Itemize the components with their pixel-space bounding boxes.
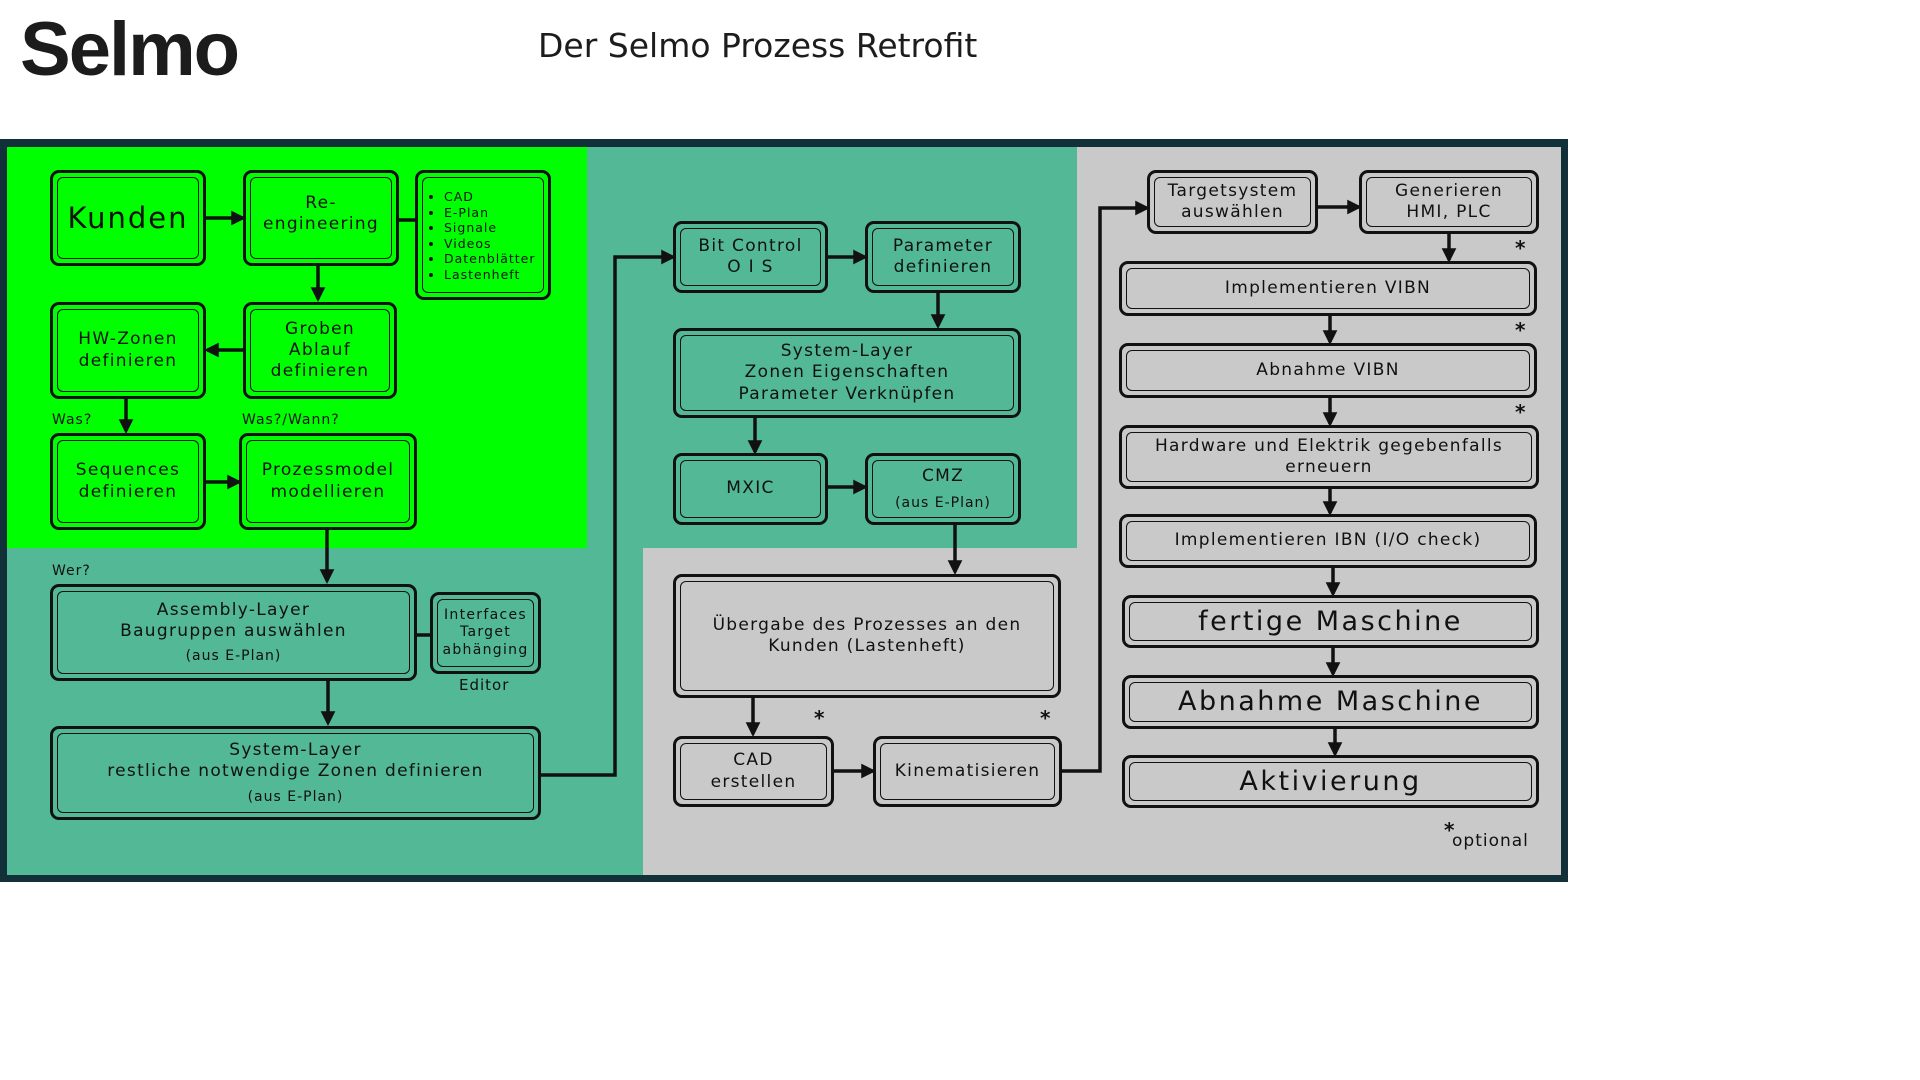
bit-control-label: Bit Control O I S [698,235,803,277]
sequences-node: Sequences definieren [50,433,206,530]
docs-item: E-Plan [444,205,536,221]
kunden-label: Kunden [67,200,189,235]
kinematisieren-label: Kinematisieren [894,760,1041,781]
optional-star: * [1040,706,1051,730]
page-title: Der Selmo Prozess Retrofit [538,26,978,65]
optional-star: * [1515,318,1526,342]
reengineering-node: Re- engineering [243,170,399,266]
aktivierung-node: Aktivierung [1122,755,1539,808]
parameter-node: Parameter definieren [865,221,1021,293]
docs-item: CAD [444,189,536,205]
optional-star: * [1515,236,1526,260]
system-layer-restliche-source: (aus E-Plan) [247,788,344,805]
editor-label: Editor [459,676,510,694]
cad-erstellen-label: CAD erstellen [710,750,797,792]
hardware-node: Hardware und Elektrik gegebenfalls erneu… [1119,425,1539,489]
was-wann-label: Was?/Wann? [242,412,340,428]
optional-legend-label: optional [1452,831,1529,851]
system-layer-restliche-content: System-Layer restliche notwendige Zonen … [59,735,532,811]
selmo-logo: Selmo [20,7,240,92]
docs-item: Videos [444,236,536,252]
sequences-label: Sequences definieren [75,460,181,502]
hardware-label: Hardware und Elektrik gegebenfalls erneu… [1154,435,1504,477]
aktivierung-label: Aktivierung [1239,765,1422,797]
targetsystem-node: Targetsystem auswählen [1147,170,1318,234]
uebergabe-node: Übergabe des Prozesses an den Kunden (La… [673,574,1061,698]
targetsystem-label: Targetsystem auswählen [1167,180,1298,222]
docs-item: Datenblätter [444,251,536,267]
abnahme-maschine-node: Abnahme Maschine [1122,675,1539,729]
docs-list-node: CAD E-Plan Signale Videos Datenblätter L… [415,170,551,300]
generieren-label: Generieren HMI, PLC [1395,180,1503,222]
uebergabe-label: Übergabe des Prozesses an den Kunden (La… [712,614,1022,656]
reengineering-label: Re- engineering [262,193,380,235]
implementieren-vibn-node: Implementieren VIBN [1119,261,1537,316]
optional-star: * [1515,400,1526,424]
prozessmodel-label: Prozessmodel modellieren [261,460,395,502]
cmz-source: (aus E-Plan) [895,494,991,511]
generieren-node: Generieren HMI, PLC [1359,170,1539,234]
abnahme-vibn-node: Abnahme VIBN [1119,343,1537,398]
kinematisieren-node: Kinematisieren [873,736,1062,807]
system-layer-zonen-label: System-Layer Zonen Eigenschaften Paramet… [738,341,956,404]
wer-label: Wer? [52,563,91,579]
implementieren-ibn-label: Implementieren IBN (I/O check) [1174,530,1482,551]
kunden-node: Kunden [50,170,206,266]
prozessmodel-node: Prozessmodel modellieren [239,433,417,530]
mxic-label: MXIC [726,478,775,499]
assembly-layer-label: Assembly-Layer Baugruppen auswählen [120,599,347,641]
fertige-maschine-label: fertige Maschine [1198,605,1463,637]
system-layer-restliche-label: System-Layer restliche notwendige Zonen … [107,740,484,782]
cmz-label: CMZ [921,465,965,486]
system-layer-restliche-node: System-Layer restliche notwendige Zonen … [50,726,541,820]
docs-list: CAD E-Plan Signale Videos Datenblätter L… [432,189,536,282]
abnahme-vibn-label: Abnahme VIBN [1256,359,1400,380]
assembly-layer-node: Assembly-Layer Baugruppen auswählen (aus… [50,584,417,681]
optional-star: * [814,706,825,730]
docs-item: Lastenheft [444,267,536,283]
interfaces-label: Interfaces Target abhänging [442,606,529,658]
assembly-layer-content: Assembly-Layer Baugruppen auswählen (aus… [59,593,408,672]
mxic-node: MXIC [673,453,828,525]
system-layer-zonen-node: System-Layer Zonen Eigenschaften Paramet… [673,328,1021,418]
implementieren-ibn-node: Implementieren IBN (I/O check) [1119,514,1537,568]
fertige-maschine-node: fertige Maschine [1122,595,1539,648]
abnahme-maschine-label: Abnahme Maschine [1178,686,1483,718]
bit-control-node: Bit Control O I S [673,221,828,293]
was-label: Was? [52,412,93,428]
implementieren-vibn-label: Implementieren VIBN [1224,277,1432,298]
interfaces-node: Interfaces Target abhänging [430,592,541,674]
assembly-layer-source: (aus E-Plan) [185,648,282,664]
docs-item: Signale [444,220,536,236]
cmz-node: CMZ (aus E-Plan) [865,453,1021,525]
cad-erstellen-node: CAD erstellen [673,736,834,807]
parameter-label: Parameter definieren [892,235,994,277]
hw-zonen-node: HW-Zonen definieren [50,302,206,399]
optional-legend-star: * [1444,818,1455,842]
groben-ablauf-node: Groben Ablauf definieren [243,302,397,399]
cmz-content: CMZ (aus E-Plan) [874,462,1012,516]
hw-zonen-label: HW-Zonen definieren [78,329,178,371]
groben-ablauf-label: Groben Ablauf definieren [270,318,370,382]
